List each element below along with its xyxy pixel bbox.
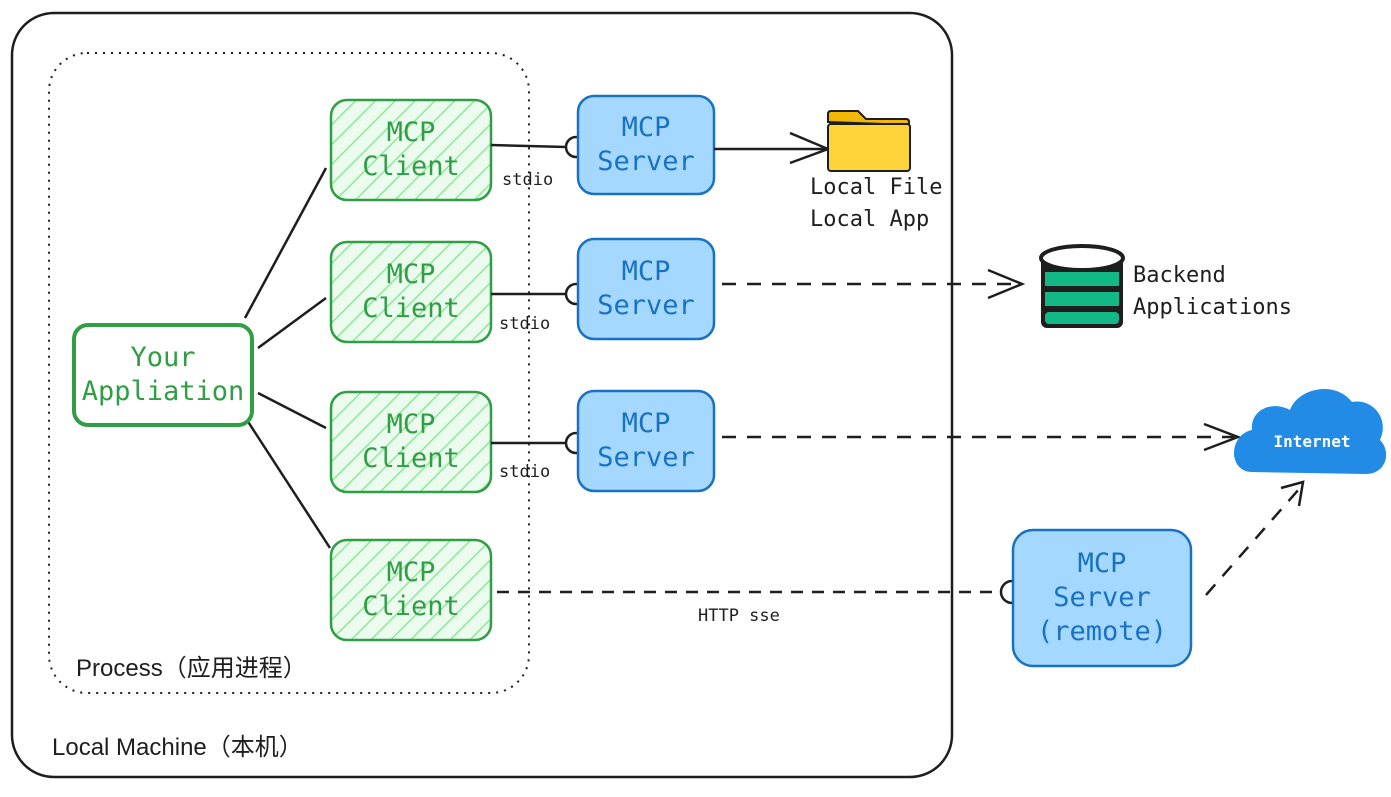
- database-icon: [1039, 244, 1125, 328]
- local-target-line-1: Local File: [810, 175, 943, 200]
- app-line-1: Your: [130, 342, 196, 374]
- server-1-line-2: Server: [597, 146, 695, 177]
- client-1-line-2: Client: [362, 151, 460, 182]
- remote-server-line-3: (remote): [1036, 615, 1168, 647]
- mcp-client-box-1: [329, 98, 493, 202]
- your-application-label: Your Appliation: [74, 325, 252, 425]
- mcp-client-label-1: MCP Client: [331, 100, 491, 200]
- client-2-line-1: MCP: [386, 259, 436, 291]
- arrow-to-backend-head: [987, 268, 1026, 300]
- process-region-label: Process（应用进程）: [76, 655, 307, 682]
- local-machine-container: [10, 11, 954, 779]
- client-3-line-1: MCP: [386, 409, 436, 441]
- mcp-client-label-4: MCP Client: [331, 540, 491, 640]
- remote-server-line-2: Server: [1053, 582, 1151, 614]
- server-2-line-2: Server: [597, 290, 695, 321]
- mcp-client-box-4: [329, 538, 493, 642]
- mcp-server-box-3: [576, 389, 716, 493]
- app-to-client-4-line: [243, 416, 332, 549]
- internet-cloud-icon: [1234, 388, 1387, 474]
- client-4-line-1: MCP: [386, 557, 436, 589]
- local-machine-region-label: Local Machine（本机）: [52, 734, 303, 761]
- mcp-server-label-3: MCP Server: [578, 391, 714, 491]
- arrow-remote-to-internet: [1205, 487, 1301, 596]
- mcp-server-box-1: [576, 94, 716, 196]
- backend-target-line-2: Applications: [1133, 294, 1292, 320]
- mcp-server-label-2: MCP Server: [578, 239, 714, 339]
- app-line-2: Appliation: [81, 376, 245, 407]
- your-application-box: [72, 323, 254, 427]
- mcp-client-label-2: MCP Client: [331, 242, 491, 342]
- stdio-connector-1: [490, 143, 567, 149]
- local-target-label: Local File Local App: [810, 172, 942, 236]
- app-to-client-1-line: [243, 167, 328, 319]
- server-3-line-1: MCP: [621, 408, 671, 440]
- transport-label-4: HTTP sse: [698, 606, 780, 626]
- mcp-server-box-2: [576, 237, 716, 341]
- client-4-line-2: Client: [362, 591, 460, 622]
- app-to-client-2-line: [257, 296, 327, 350]
- server-2-line-1: MCP: [621, 256, 671, 288]
- transport-label-1: stdio: [502, 170, 554, 190]
- transport-label-3: stdio: [499, 462, 551, 482]
- client-2-line-2: Client: [362, 293, 460, 324]
- backend-target-line-1: Backend: [1133, 263, 1226, 288]
- transport-label-2: stdio: [499, 314, 551, 334]
- backend-target-label: Backend Applications: [1133, 260, 1292, 324]
- mcp-server-remote-box: [1011, 528, 1193, 668]
- mcp-client-box-2: [329, 240, 493, 344]
- remote-server-line-1: MCP: [1077, 548, 1127, 580]
- client-1-line-1: MCP: [386, 117, 436, 149]
- server-3-line-2: Server: [597, 442, 695, 473]
- arrow-remote-to-internet-head: [1280, 480, 1305, 507]
- process-container: [48, 52, 530, 694]
- mcp-server-label-1: MCP Server: [578, 96, 714, 194]
- mcp-server-remote-label: MCP Server (remote): [1013, 530, 1191, 666]
- mcp-client-label-3: MCP Client: [331, 392, 491, 492]
- server-1-line-1: MCP: [621, 112, 671, 144]
- client-3-line-2: Client: [362, 443, 460, 474]
- app-to-client-3-line: [257, 391, 327, 430]
- arrow-to-internet-head: [1203, 422, 1242, 452]
- local-target-line-2: Local App: [810, 206, 930, 232]
- internet-label: Internet: [1273, 432, 1351, 451]
- folder-icon: [827, 110, 911, 172]
